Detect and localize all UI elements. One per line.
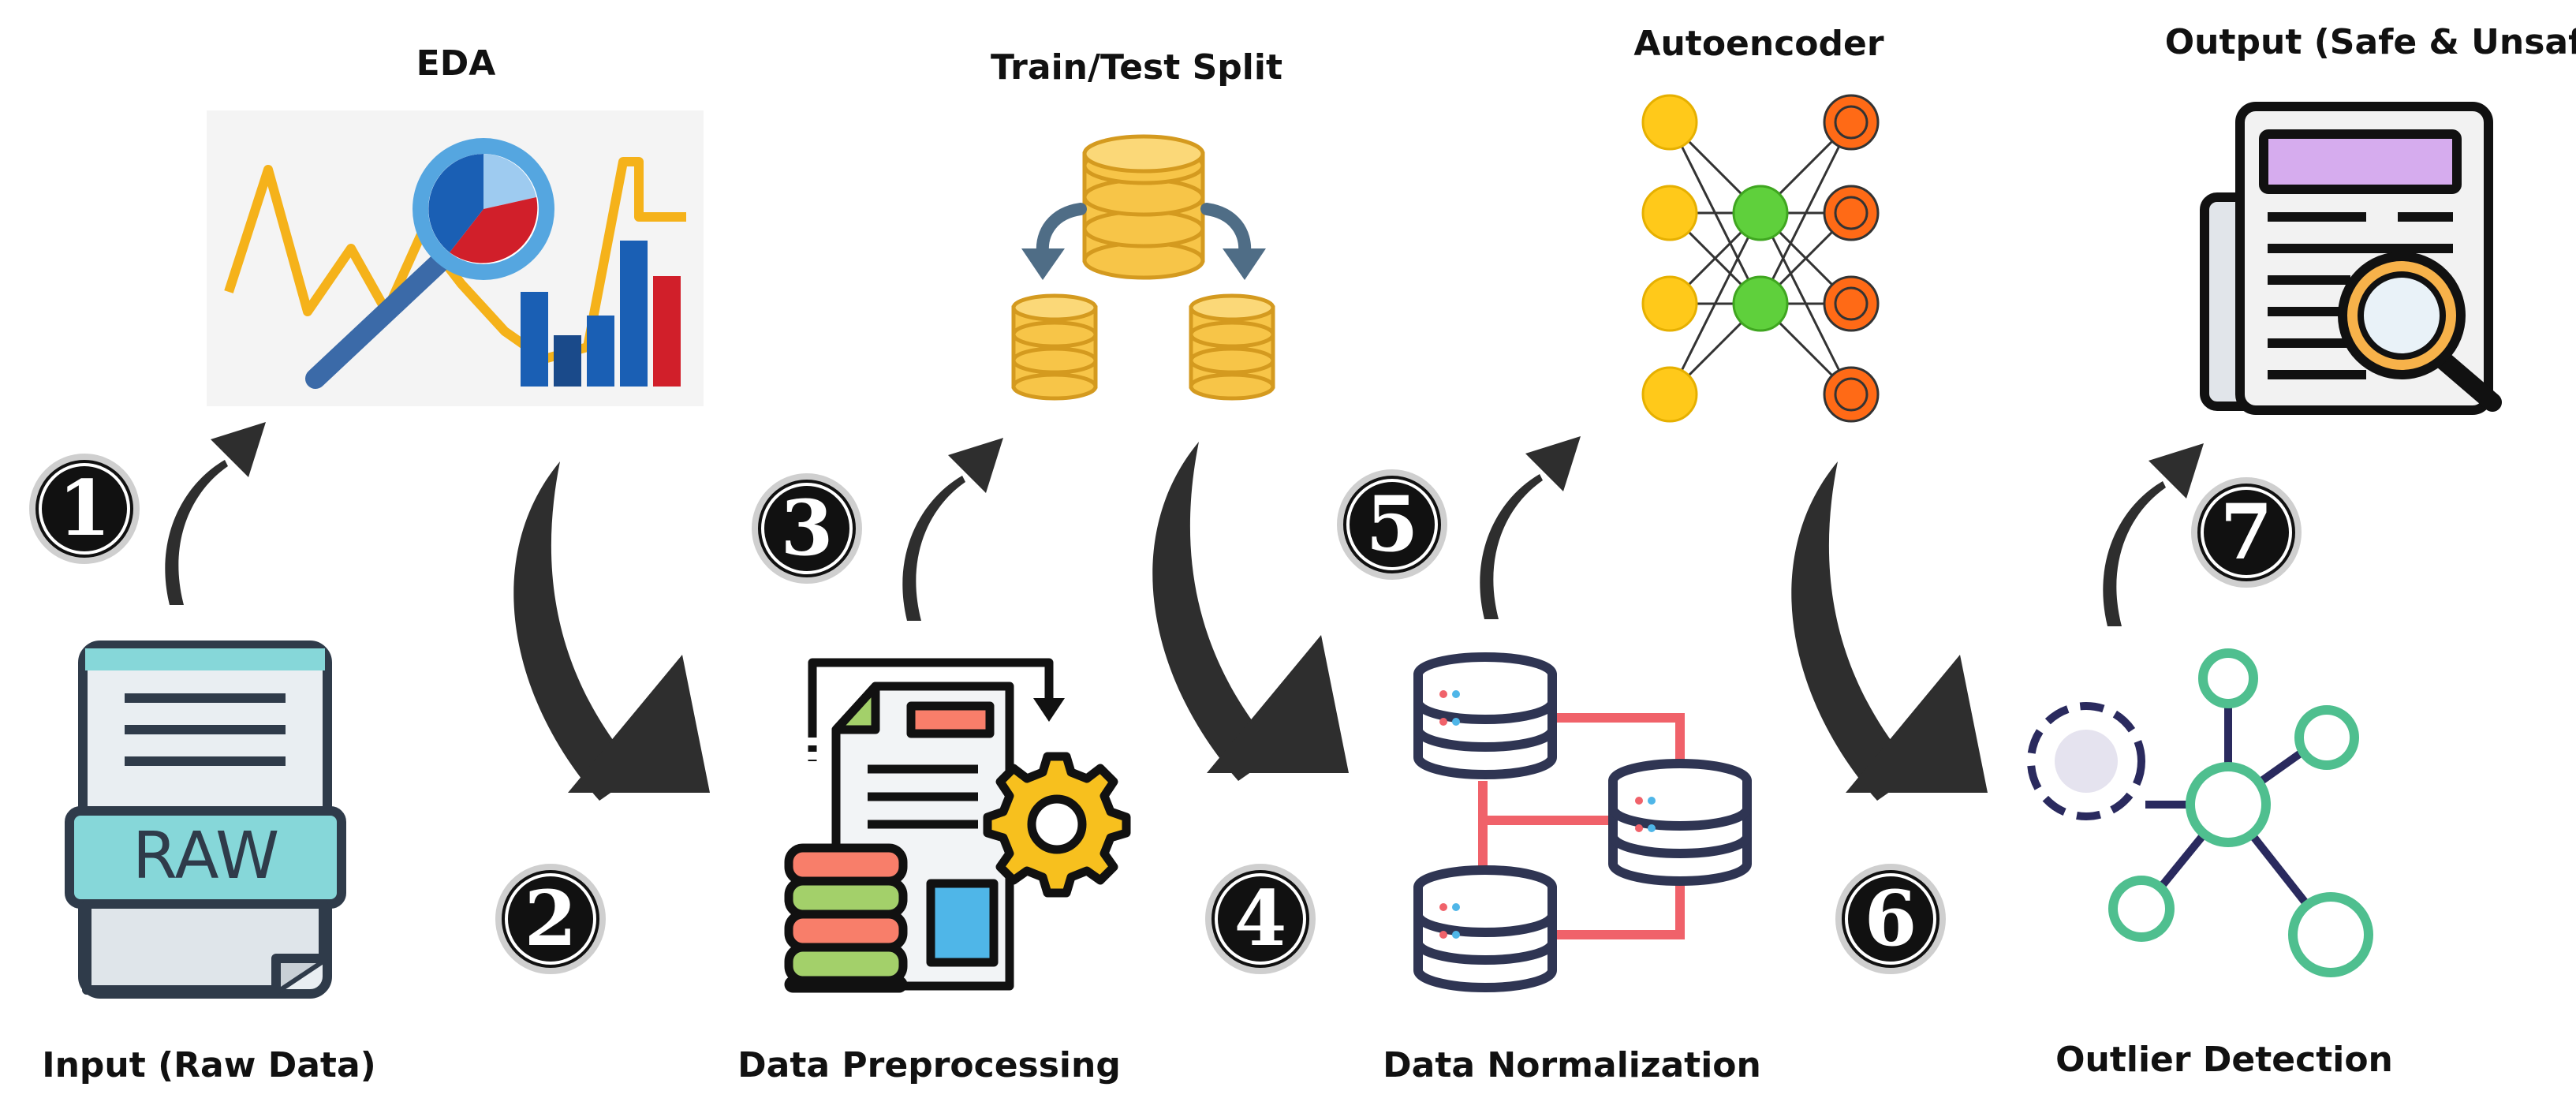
badge-2-number: 2 [525,874,577,963]
badge-7: 7 [2191,477,2302,588]
preprocessing-document-gear-icon [784,658,1131,993]
raw-text: RAW [133,819,279,894]
badge-6-number: 6 [1865,874,1917,963]
badge-4-number: 4 [1234,874,1287,963]
badge-6: 6 [1835,864,1946,974]
big-down-arrow-6-icon [1791,461,1988,801]
badge-3-number: 3 [781,484,834,573]
neural-network-icon [1641,94,1880,423]
small-up-arrow-5-icon [1480,436,1581,619]
server-middle [1608,759,1752,886]
badge-7-number: 7 [2220,487,2273,577]
small-up-arrow-7-icon [2103,443,2204,626]
small-up-arrow-1-icon [165,422,266,605]
database-split-icon [1011,134,1275,401]
big-down-arrow-2-icon [513,461,710,801]
small-up-arrow-3-icon [902,438,1003,621]
label-eda: EDA [416,43,496,84]
report-magnifier-icon [2200,102,2502,415]
badge-3: 3 [752,473,862,584]
badge-4: 4 [1205,864,1316,974]
badge-5: 5 [1337,469,1447,580]
badge-1: 1 [29,454,140,564]
badge-5-number: 5 [1366,480,1419,569]
eda-chart-magnifier-icon [207,110,704,406]
label-data-normalization: Data Normalization [1383,1045,1761,1085]
badge-2: 2 [495,864,606,974]
server-bottom [1413,865,1557,992]
label-outlier-detection: Outlier Detection [2055,1040,2393,1080]
label-train-test-split: Train/Test Split [991,47,1282,88]
outlier-graph-icon [2027,648,2373,977]
server-top [1413,652,1557,779]
raw-data-file-icon: RAW [65,641,346,999]
label-output-safe-unsafe: Output (Safe & Unsafe) [2165,22,2576,62]
big-down-arrow-4-icon [1152,442,1349,781]
label-input-raw-data: Input (Raw Data) [42,1045,376,1085]
badge-1-number: 1 [58,464,111,553]
label-data-preprocessing: Data Preprocessing [737,1045,1121,1085]
label-autoencoder: Autoencoder [1633,24,1883,64]
connected-servers-icon [1413,652,1752,992]
